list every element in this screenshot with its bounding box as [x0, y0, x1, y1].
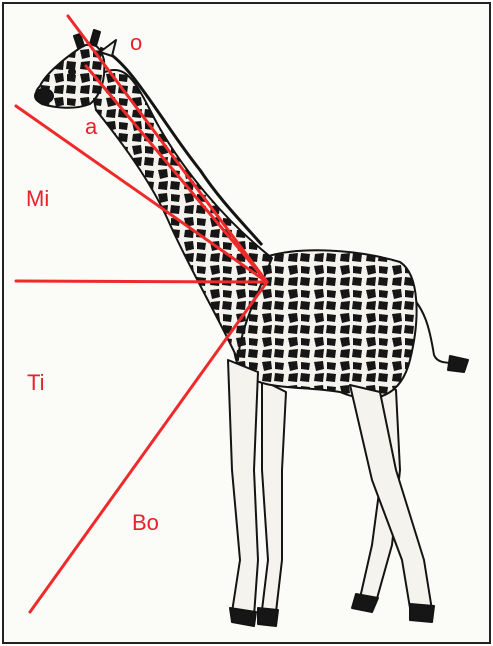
label-a: a	[85, 116, 97, 138]
giraffe-hoof-2	[258, 608, 278, 626]
giraffe-tail-tuft	[448, 356, 468, 372]
giraffe-hoof-4	[410, 604, 434, 622]
giraffe-hoof-3	[352, 594, 378, 612]
line-horizontal	[16, 281, 267, 282]
label-o: o	[130, 32, 142, 54]
giraffe-hoof-1	[230, 608, 256, 626]
label-bo: Bo	[132, 512, 159, 534]
giraffe-muzzle	[35, 89, 53, 103]
giraffe-eye	[69, 69, 75, 75]
label-ti: Ti	[27, 372, 45, 394]
label-mi: Mi	[26, 188, 49, 210]
